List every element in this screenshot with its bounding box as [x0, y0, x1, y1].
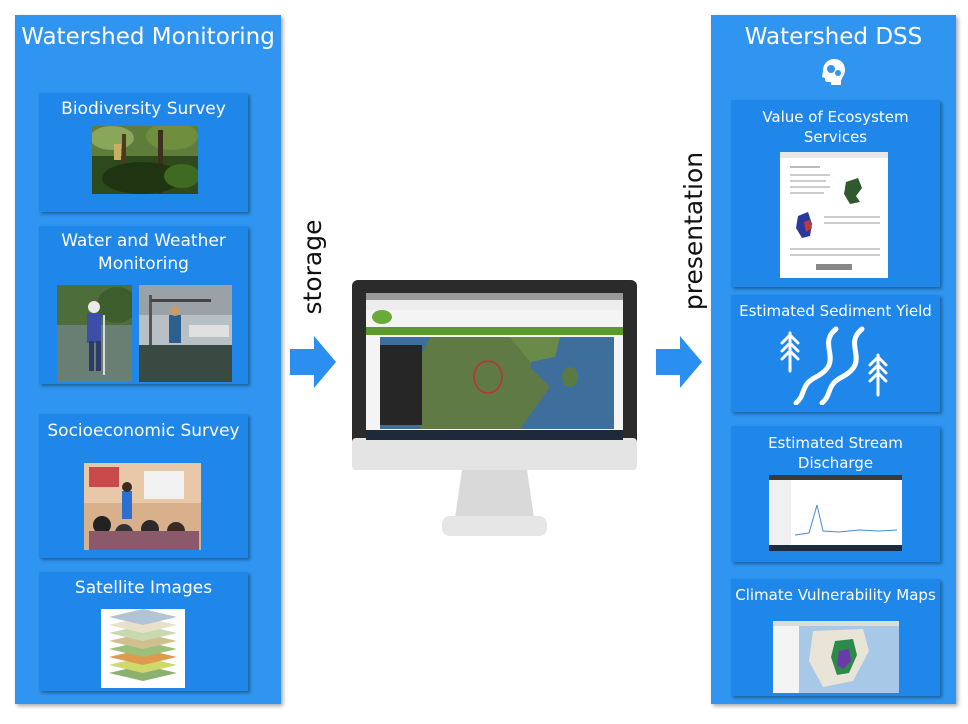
arrow-right-icon: [290, 336, 336, 388]
satellite-images-title: Satellite Images: [74, 578, 213, 598]
ecosystem-report-thumbnail: [780, 152, 888, 278]
socioeconomic-survey-title: Socioeconomic Survey: [47, 421, 240, 441]
watershed-dss-panel: Watershed DSS Value of Ecosystem Service…: [711, 15, 956, 704]
ecosystem-title-line1: Value of Ecosystem: [762, 108, 909, 126]
climate-vulnerability-maps-card: Climate Vulnerability Maps: [731, 579, 940, 696]
climate-map-thumbnail: [773, 621, 899, 693]
water-monitoring-photo: [57, 285, 132, 382]
storage-label: storage: [298, 219, 327, 315]
monitor-icon: [352, 280, 637, 538]
weather-station-photo: [139, 285, 232, 382]
biodiversity-survey-title: Biodiversity Survey: [61, 99, 226, 119]
biodiversity-photo: [92, 126, 198, 194]
water-weather-monitoring-card: Water and Weather Monitoring: [39, 226, 248, 384]
value-ecosystem-services-card: Value of Ecosystem Services: [731, 100, 940, 287]
stream-discharge-title-line1: Estimated Stream: [768, 434, 903, 452]
socioeconomic-photo: [84, 463, 201, 550]
satellite-layers-image: [101, 609, 185, 688]
satellite-images-card: Satellite Images: [39, 572, 248, 691]
screen-map: [380, 337, 614, 429]
estimated-sediment-yield-card: Estimated Sediment Yield: [731, 295, 940, 412]
river-tree-icon: [780, 326, 888, 405]
presentation-label: presentation: [679, 151, 708, 311]
brain-gears-icon: [822, 59, 845, 85]
climate-vulnerability-title: Climate Vulnerability Maps: [735, 586, 936, 604]
water-weather-title-line1: Water and Weather: [61, 231, 226, 251]
monitor-screen: [366, 293, 623, 440]
arrow-right-icon: [656, 336, 702, 388]
sediment-yield-title: Estimated Sediment Yield: [739, 302, 932, 320]
water-weather-title-line2: Monitoring: [98, 254, 189, 274]
biodiversity-survey-card: Biodiversity Survey: [39, 93, 248, 212]
stream-discharge-title-line2: Discharge: [797, 454, 874, 472]
watershed-dss-title: Watershed DSS: [744, 24, 923, 50]
ecosystem-title-line2: Services: [803, 128, 868, 146]
watershed-monitoring-title: Watershed Monitoring: [21, 24, 275, 50]
socioeconomic-survey-card: Socioeconomic Survey: [39, 414, 248, 558]
watershed-monitoring-panel: Watershed Monitoring Biodiversity Survey…: [15, 15, 281, 704]
stream-discharge-chart-thumbnail: [769, 475, 902, 551]
estimated-stream-discharge-card: Estimated Stream Discharge: [731, 426, 940, 562]
